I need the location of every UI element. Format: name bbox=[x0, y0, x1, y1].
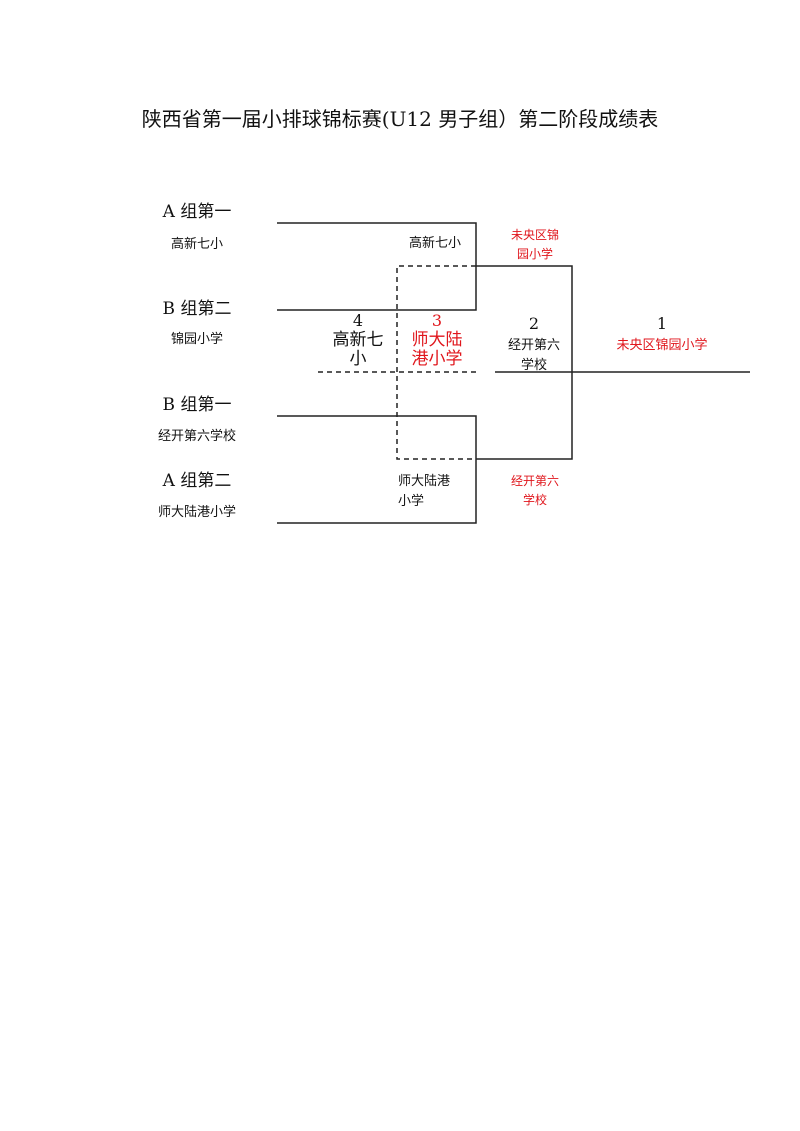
semi-winner-top: 高新七小 bbox=[408, 236, 461, 251]
seed-team: 师大陆港小学 bbox=[157, 505, 236, 520]
rank-team: 小 bbox=[349, 349, 367, 370]
semi-winner-bottom: 师大陆港小学 bbox=[398, 472, 451, 511]
rank-team: 师大陆 bbox=[411, 330, 463, 351]
text-line: 小学 bbox=[398, 493, 425, 509]
final-team-bottom: 经开第六学校 bbox=[495, 472, 575, 510]
rank-number: 3 bbox=[431, 311, 443, 330]
rank-number: 2 bbox=[528, 314, 540, 333]
rank-1: 1 未央区锦园小学 bbox=[600, 312, 724, 356]
bracket-third-place bbox=[396, 265, 476, 460]
rank-number: 4 bbox=[352, 311, 364, 330]
seed-team: 经开第六学校 bbox=[157, 429, 236, 444]
rank-team: 未央区锦园小学 bbox=[616, 338, 708, 353]
seed-group-label: A 组第二 bbox=[162, 471, 232, 491]
rank-team: 高新七 bbox=[332, 330, 384, 351]
rank-2: 2 经开第六学校 bbox=[496, 312, 572, 375]
rank-team: 经开第六 bbox=[507, 338, 560, 353]
rank-team: 港小学 bbox=[411, 349, 463, 370]
seed-group-label: B 组第一 bbox=[162, 395, 232, 415]
rank-team: 学校 bbox=[520, 357, 547, 373]
bracket-final bbox=[476, 265, 573, 460]
seed-group-label: A 组第一 bbox=[162, 202, 232, 222]
text-line: 园小学 bbox=[516, 247, 553, 262]
text-line: 师大陆港 bbox=[398, 474, 451, 489]
bracket-semi-bottom bbox=[277, 415, 477, 524]
rank-number: 1 bbox=[656, 314, 668, 333]
seed-team: 高新七小 bbox=[170, 237, 223, 252]
seed-group-label: B 组第二 bbox=[162, 299, 232, 319]
text-line: 未央区锦 bbox=[510, 228, 559, 242]
text-line: 学校 bbox=[522, 493, 547, 508]
final-team-top: 未央区锦园小学 bbox=[495, 226, 575, 264]
text-line: 经开第六 bbox=[510, 474, 559, 488]
seed-team: 锦园小学 bbox=[170, 332, 223, 347]
page-title: 陕西省第一届小排球锦标赛(U12 男子组）第二阶段成绩表 bbox=[141, 107, 659, 131]
